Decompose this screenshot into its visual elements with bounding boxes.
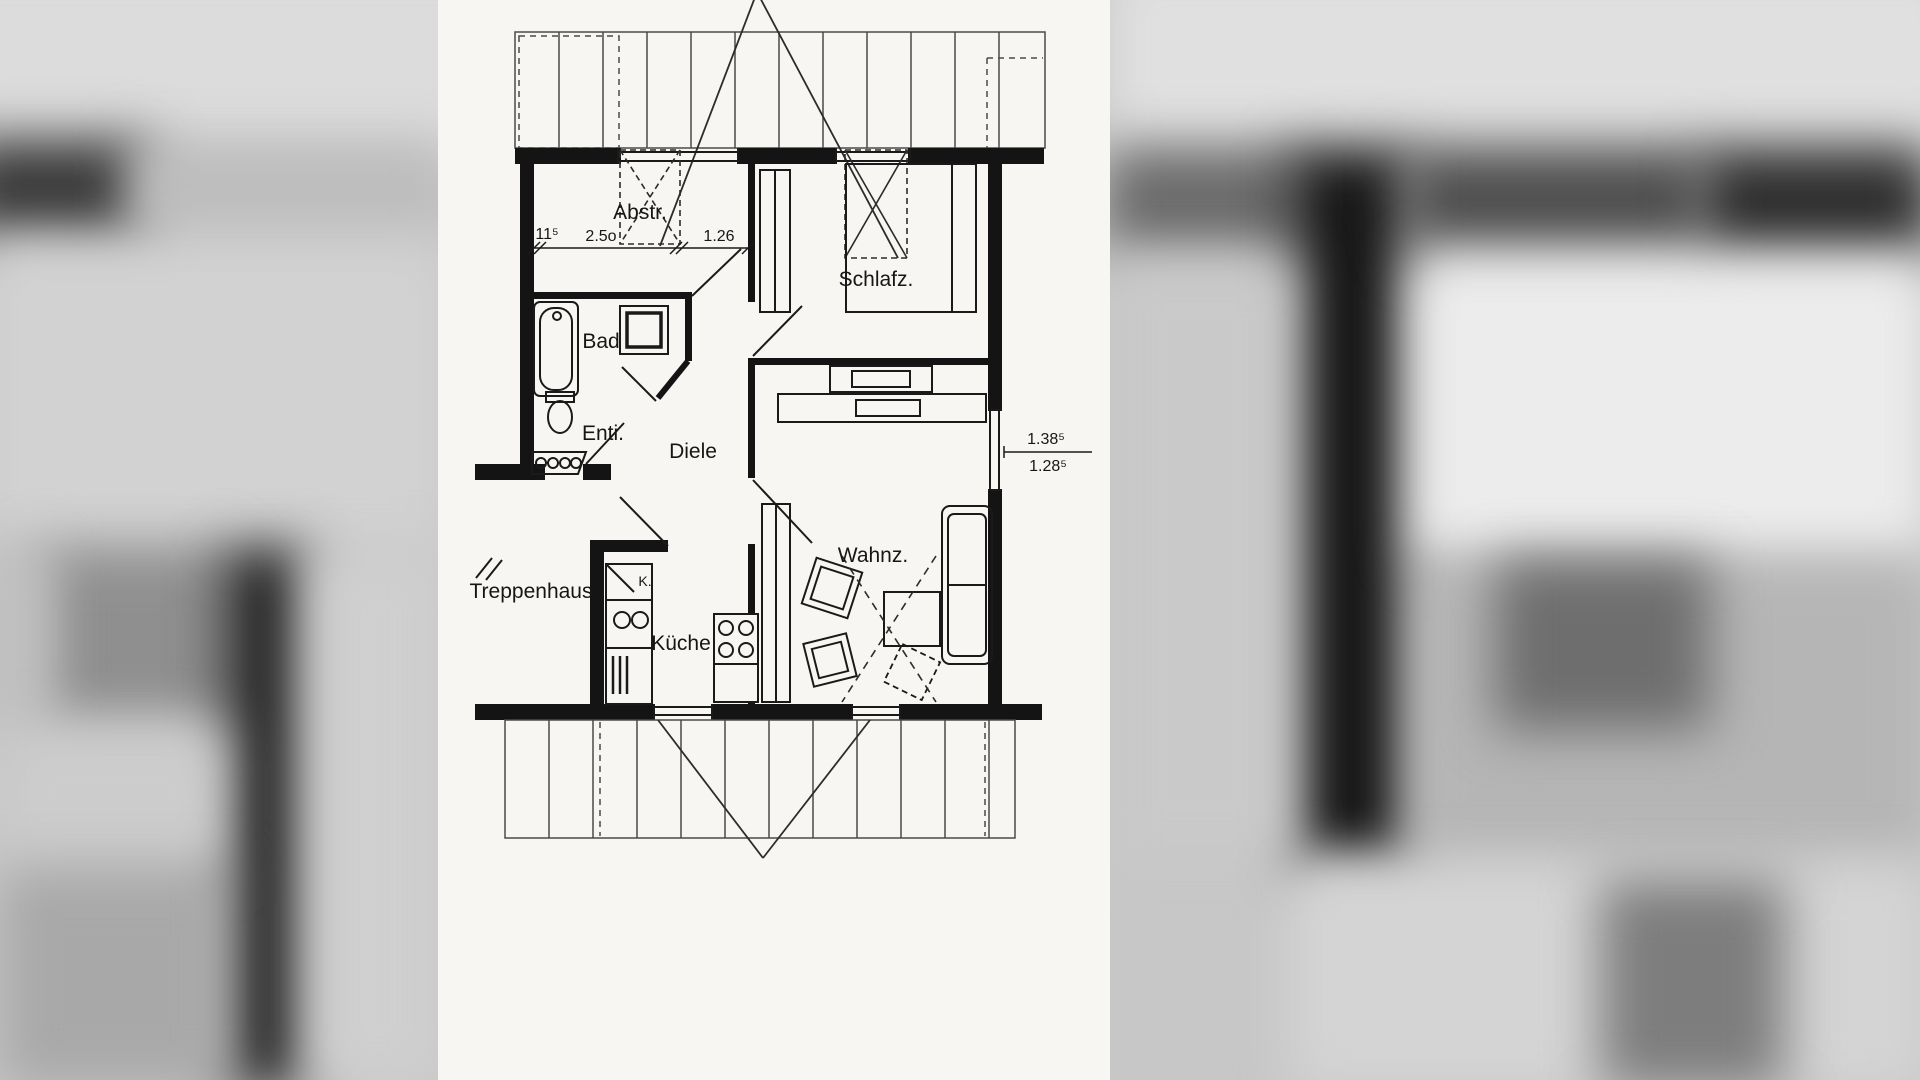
- backdrop-blob: [0, 240, 450, 550]
- roof-triangle-top: [659, 0, 899, 259]
- dim-fenster-aussen: 1.38⁵: [1027, 431, 1065, 448]
- dimension-right: [1003, 446, 1092, 458]
- backdrop-blob: [1700, 148, 1920, 260]
- armchair-2: [802, 632, 858, 688]
- stove: [713, 613, 759, 703]
- backdrop-blob: [0, 0, 500, 160]
- stair-symbol: [475, 557, 503, 581]
- bath-corner-wall: [655, 359, 691, 400]
- label-diele: Diele: [669, 440, 717, 463]
- dresser: [829, 365, 933, 393]
- backdrop-blob: [1105, 0, 1920, 160]
- bed: [845, 163, 977, 313]
- label-abstellraum: Abstr.: [613, 201, 667, 224]
- toilet: [545, 391, 575, 434]
- label-bad: Bad: [582, 330, 619, 353]
- label-kueche: Küche: [651, 632, 711, 655]
- backdrop-blob: [0, 548, 50, 728]
- backdrop-blob: [1600, 880, 1785, 1080]
- dim-wand-staerke: 11⁵: [535, 226, 558, 243]
- washbasin: [531, 451, 588, 475]
- shelf-unit: [761, 503, 791, 703]
- dimension-chain-top: [527, 241, 755, 255]
- label-wohnzimmer: Wahnz.: [838, 544, 908, 567]
- backdrop-blob: [1410, 256, 1920, 562]
- wardrobe: [759, 169, 791, 313]
- armchair-1: [800, 556, 864, 620]
- dim-fenster-innen: 1.28⁵: [1029, 458, 1067, 475]
- backdrop-blob: [35, 548, 230, 728]
- label-schlafzimmer: Schlafz.: [839, 268, 914, 291]
- backdrop-blob: [222, 548, 308, 1080]
- sofa: [941, 505, 993, 665]
- label-kuehlschrank: K.: [638, 573, 651, 589]
- kitchen-radiator: [611, 656, 629, 694]
- backdrop-blob: [0, 868, 230, 1080]
- roof-triangle-bottom: [657, 719, 871, 859]
- backdrop-blob: [0, 140, 150, 240]
- door-leaves: [585, 248, 813, 547]
- armchair-dashed: [882, 642, 942, 702]
- roof-slope-dashes: [841, 555, 937, 703]
- backdrop-blob: [130, 140, 450, 240]
- sideboard: [777, 393, 987, 423]
- roof-hatch-top: [514, 31, 1046, 149]
- backdrop-blob: [1105, 256, 1295, 866]
- coffee-table: [883, 591, 941, 647]
- shower-unit: [619, 305, 669, 355]
- dim-durchgang: 1.26: [703, 228, 734, 245]
- label-treppenhaus: Treppenhaus: [470, 580, 593, 603]
- backdrop-blob: [308, 548, 448, 1080]
- roof-hatch-bottom: [504, 719, 1016, 839]
- bathtub: [533, 301, 579, 397]
- backdrop-blob: [1405, 148, 1705, 256]
- backdrop-blob: [0, 724, 225, 874]
- backdrop-blob: [1290, 148, 1410, 863]
- backdrop-blob: [1105, 148, 1305, 256]
- backdrop-blob: [1495, 560, 1710, 730]
- label-entlueftung: Enti.: [582, 422, 624, 445]
- dim-abstell-breite: 2.5o: [585, 228, 616, 245]
